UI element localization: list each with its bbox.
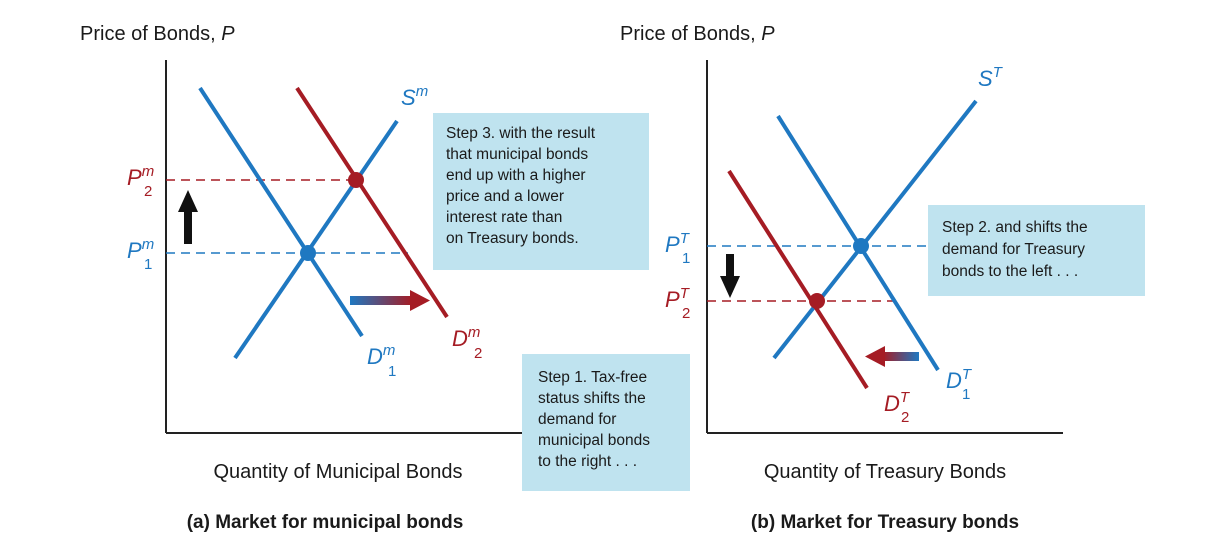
step2-annotation-box xyxy=(928,205,1145,296)
panel-a-d2-label: Dm xyxy=(452,324,480,351)
step2-annotation-text: Step 2. and shifts the demand for Treasu… xyxy=(942,219,1092,280)
panel-a-demand-d1 xyxy=(198,86,364,338)
panel-b-p2-subscript: 2 xyxy=(682,305,690,322)
panel-b-supply-label: ST xyxy=(978,64,1004,91)
panel-municipal-bonds: Price of Bonds, P Pm 2 Pm 1 Sm Dm 1 Dm 2 xyxy=(80,23,690,533)
panel-b-y-axis-title: Price of Bonds, P xyxy=(620,23,775,45)
panel-a-d1-subscript: 1 xyxy=(388,363,396,380)
panel-a-caption: (a) Market for municipal bonds xyxy=(187,512,464,533)
step3-annotation-box xyxy=(433,113,649,270)
panel-b-initial-equilibrium xyxy=(853,238,869,254)
panel-a-demand-shift-right-arrow xyxy=(350,290,430,311)
panel-treasury-bonds: Price of Bonds, P PT 1 PT 2 ST DT 1 DT 2 xyxy=(620,23,1145,533)
panel-b-p1-label: PT xyxy=(665,230,691,257)
panel-a-supply-sm xyxy=(233,119,399,360)
step1-annotation-text: Step 1. Tax-free status shifts the deman… xyxy=(538,369,654,470)
panel-a-p1-label: Pm xyxy=(127,236,154,263)
panel-b-d2-label: DT xyxy=(884,389,911,416)
panel-b-x-axis-title: Quantity of Treasury Bonds xyxy=(764,461,1006,483)
panel-b-demand-shift-left-arrow xyxy=(865,346,919,367)
panel-a-p2-subscript: 2 xyxy=(144,183,152,200)
step3-annotation-text: Step 3. with the result that municipal b… xyxy=(446,125,599,247)
panel-b-d1-subscript: 1 xyxy=(962,386,970,403)
panel-a-new-equilibrium xyxy=(348,172,364,188)
panel-a-supply-label: Sm xyxy=(401,83,428,110)
panel-b-new-equilibrium xyxy=(809,293,825,309)
panel-b-d2-subscript: 2 xyxy=(901,409,909,426)
panel-a-d2-subscript: 2 xyxy=(474,345,482,362)
panel-b-price-down-arrow xyxy=(720,254,740,298)
step1-annotation-box xyxy=(522,354,690,491)
panel-b-demand-d2 xyxy=(727,169,869,390)
panel-a-p1-subscript: 1 xyxy=(144,256,152,273)
panel-a-x-axis-title: Quantity of Municipal Bonds xyxy=(213,461,462,483)
panel-a-initial-equilibrium xyxy=(300,245,316,261)
panel-b-supply-st xyxy=(772,99,978,360)
panel-a-price-up-arrow xyxy=(178,190,198,244)
panel-b-p1-subscript: 1 xyxy=(682,250,690,267)
panel-a-demand-d2 xyxy=(295,86,449,319)
panel-a-d1-label: Dm xyxy=(367,342,395,369)
panel-b-d1-label: DT xyxy=(946,366,973,393)
panel-a-p2-label: Pm xyxy=(127,163,154,190)
panel-a-y-axis-title: Price of Bonds, P xyxy=(80,23,235,45)
panel-b-p2-label: PT xyxy=(665,285,691,312)
panel-b-caption: (b) Market for Treasury bonds xyxy=(751,512,1019,533)
